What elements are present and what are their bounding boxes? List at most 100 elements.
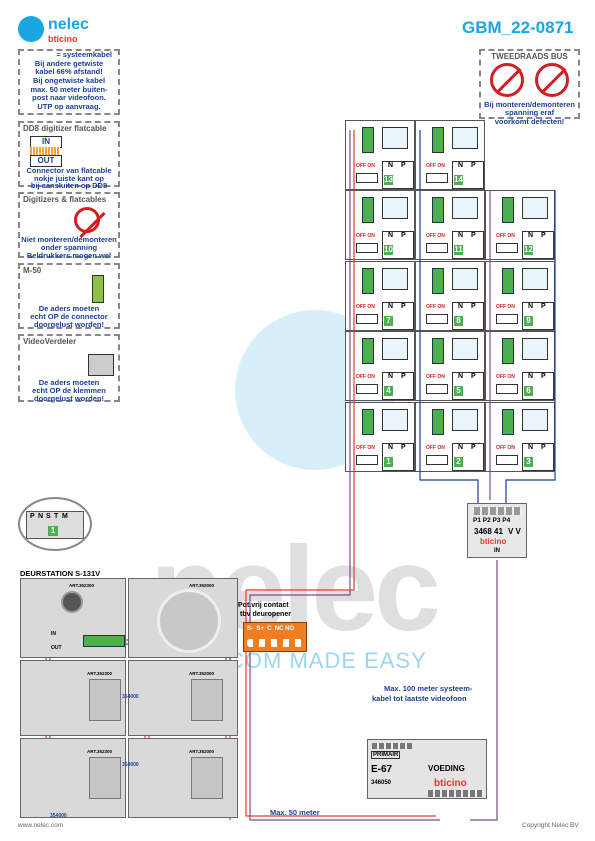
unit-p-label: P bbox=[471, 444, 476, 451]
door-art-5: ART.352000 bbox=[189, 749, 215, 754]
flatcable-code-1: 354000 bbox=[122, 694, 139, 700]
unit-n-label: N bbox=[528, 373, 534, 380]
unit-connector bbox=[432, 127, 444, 153]
note-digi-line3: Beldrukkers mogen wel bbox=[26, 251, 112, 260]
note-m50-line2: echt OP de connector bbox=[30, 312, 108, 321]
unit-monitor-icon bbox=[452, 197, 478, 219]
distributor-terminals bbox=[474, 507, 522, 515]
note-cable-line1: Bij andere getwiste bbox=[34, 58, 104, 68]
door-station-title: DEURSTATION S-131V bbox=[20, 569, 101, 578]
distributor-ports: P1 P2 P3 P4 bbox=[473, 517, 511, 524]
note-vv-line1: De aders moeten bbox=[38, 378, 100, 387]
distributor-model: 3468 41 bbox=[474, 527, 503, 536]
unit-dip-switch bbox=[356, 384, 378, 394]
doc-code: GBM_22-0871 bbox=[462, 18, 574, 37]
unit-p-label: P bbox=[541, 232, 546, 239]
unit-offon-label: OFF ON bbox=[356, 163, 375, 169]
door-connector bbox=[83, 635, 125, 647]
contact-terminal: S- S+ C NC NO bbox=[243, 622, 307, 652]
note-m50-line1: De aders moeten bbox=[38, 304, 100, 313]
door-module-3: ART.352000 bbox=[128, 660, 238, 736]
door-button-4 bbox=[89, 757, 121, 799]
unit-n-label: N bbox=[388, 373, 394, 380]
unit-p-label: P bbox=[401, 303, 406, 310]
flatcable-code-3: 354000 bbox=[50, 813, 67, 819]
unit-number: 3 bbox=[524, 457, 533, 467]
unit-connector bbox=[432, 197, 444, 223]
unit-monitor-icon bbox=[452, 409, 478, 431]
unit-p-label: P bbox=[471, 232, 476, 239]
note-digitizers: Digitizers & flatcables Niet monteren/de… bbox=[18, 192, 120, 260]
unit-monitor-icon bbox=[452, 338, 478, 360]
max100-line2: kabel tot laatste videofoon bbox=[372, 694, 467, 703]
note-m50-line3: doorgelust worden! bbox=[34, 320, 104, 329]
door-module-4: ART.352300 bbox=[20, 738, 126, 818]
unit-offon-label: OFF ON bbox=[356, 374, 375, 380]
unit-number: 13 bbox=[384, 175, 393, 185]
no-plug-icon bbox=[490, 63, 525, 98]
logo-name: nelec bbox=[48, 16, 89, 33]
m50-connector-icon bbox=[92, 275, 104, 303]
dd8-flatcable-icon bbox=[30, 147, 60, 155]
unit-offon-label: OFF ON bbox=[426, 304, 445, 310]
door-in-label: IN bbox=[51, 631, 56, 637]
unit-n-label: N bbox=[458, 162, 464, 169]
unit-n-label: N bbox=[528, 303, 534, 310]
unit-offon-label: OFF ON bbox=[496, 304, 515, 310]
unit-p-label: P bbox=[401, 373, 406, 380]
unit-number: 10 bbox=[384, 245, 393, 255]
unit-offon-label: OFF ON bbox=[426, 163, 445, 169]
unit-dip-switch bbox=[426, 243, 448, 253]
unit-offon-label: OFF ON bbox=[496, 233, 515, 239]
unit-connector bbox=[502, 409, 514, 435]
door-button-2 bbox=[89, 679, 121, 721]
power-supply: PRIMAIR E-67 VOEDING 346050 bticino bbox=[367, 739, 487, 799]
no-voltage-icon bbox=[534, 63, 569, 98]
unit-n-label: N bbox=[388, 303, 394, 310]
unit-p-label: P bbox=[401, 162, 406, 169]
note-digi-title: Digitizers & flatcables bbox=[23, 195, 107, 204]
door-module-5: ART.352000 bbox=[128, 738, 238, 818]
unit-number: 2 bbox=[454, 457, 463, 467]
unit-n-label: N bbox=[458, 373, 464, 380]
unit-number: 12 bbox=[524, 245, 533, 255]
brand-logo: nelec bticino bbox=[18, 16, 128, 46]
unit-dip-switch bbox=[496, 243, 518, 253]
dd8-out-box: OUT bbox=[30, 155, 62, 167]
unit-dip-switch bbox=[426, 314, 448, 324]
note-vv-line3: doorgelust worden! bbox=[34, 394, 104, 403]
unit-number: 4 bbox=[384, 386, 393, 396]
distributor-vv: V V bbox=[508, 527, 521, 536]
note-vv-line2: echt OP de klemmen bbox=[32, 386, 106, 395]
unit-offon-label: OFF ON bbox=[356, 445, 375, 451]
unit-monitor-icon bbox=[382, 127, 408, 149]
footer-copyright: Copyright Nelec BV bbox=[522, 822, 579, 829]
door-cover-art: ART.352000 bbox=[189, 583, 215, 588]
unit-n-label: N bbox=[458, 232, 464, 239]
unit-connector bbox=[432, 409, 444, 435]
unit-number: 8 bbox=[454, 316, 463, 326]
bus-warning-icons bbox=[481, 62, 578, 101]
unit-monitor-icon bbox=[522, 197, 548, 219]
unit-connector bbox=[362, 197, 374, 223]
unit-number: 1 bbox=[384, 457, 393, 467]
note-bus: TWEEDRAADS BUS Bij monteren/demonteren s… bbox=[479, 49, 580, 126]
unit-connector bbox=[362, 409, 374, 435]
note-vv-title: VideoVerdeler bbox=[23, 337, 77, 346]
distributor-brand: bticino bbox=[480, 537, 507, 546]
note-dd8-title: DD8 digitizer flatcable bbox=[23, 124, 107, 133]
unit-dip-switch bbox=[356, 243, 378, 253]
note-dd8: DD8 digitizer flatcable IN OUT Connector… bbox=[18, 121, 120, 190]
unit-offon-label: OFF ON bbox=[426, 233, 445, 239]
